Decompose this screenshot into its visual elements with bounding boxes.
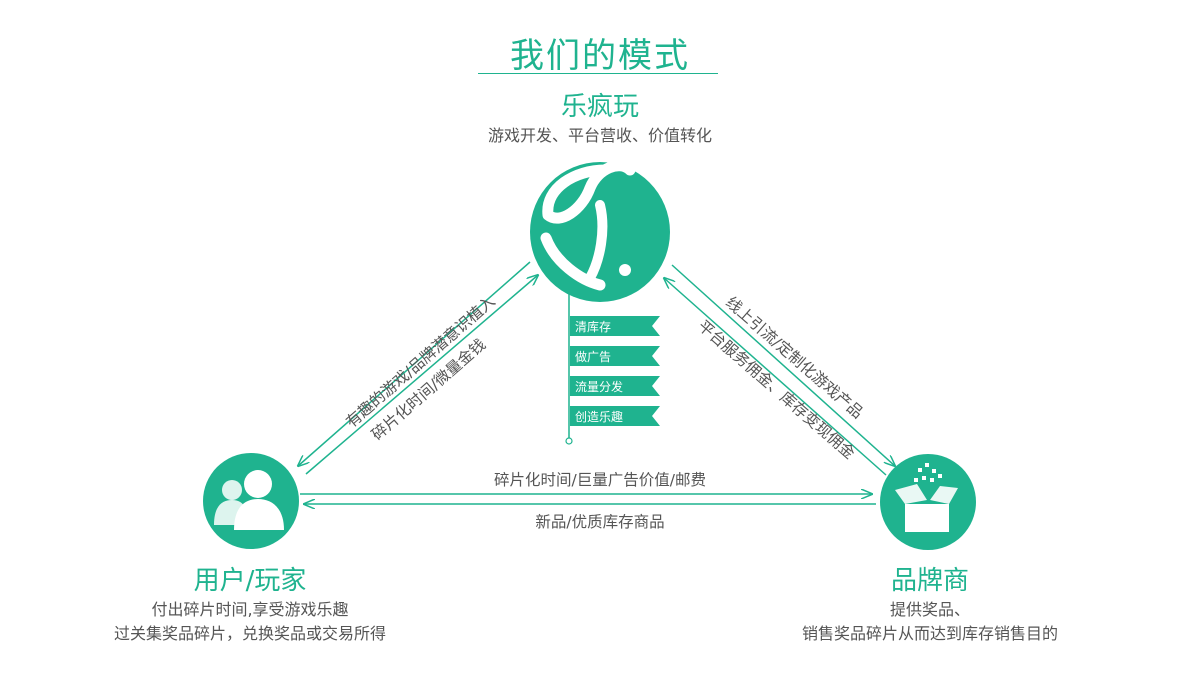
arrow-center-to-brand	[671, 264, 895, 466]
flag-banners	[570, 316, 660, 426]
center-logo-icon	[530, 160, 670, 302]
user-node-title: 用户/玩家	[193, 566, 307, 596]
flag-label-3: 流量分发	[575, 380, 624, 394]
title-underline	[478, 73, 718, 74]
brand-node-desc-2: 销售奖品碎片从而达到库存销售目的	[801, 624, 1058, 643]
brand-node-title: 品牌商	[890, 566, 969, 596]
brand-node-desc-1: 提供奖品、	[889, 600, 970, 619]
edge-label-user-to-brand: 碎片化时间/巨量广告价值/邮费	[494, 471, 706, 489]
page-title: 我们的模式	[510, 36, 690, 76]
arrow-center-to-user	[298, 261, 531, 466]
arrow-user-to-center	[305, 275, 538, 475]
user-node-desc-1: 付出碎片时间,享受游戏乐趣	[151, 600, 349, 619]
edge-label-brand-to-user: 新品/优质库存商品	[535, 513, 665, 531]
center-node-title: 乐疯玩	[560, 92, 639, 122]
flag-label-1: 清库存	[575, 320, 612, 334]
flag-label-2: 做广告	[575, 350, 612, 364]
users-icon	[203, 453, 299, 549]
flag-pole	[565, 292, 573, 445]
arrow-brand-to-center	[664, 278, 887, 476]
gift-box-icon	[880, 454, 976, 550]
center-node-desc: 游戏开发、平台营收、价值转化	[487, 126, 712, 145]
flag-label-4: 创造乐趣	[575, 410, 624, 424]
user-node-desc-2: 过关集奖品碎片，兑换奖品或交易所得	[113, 624, 386, 643]
